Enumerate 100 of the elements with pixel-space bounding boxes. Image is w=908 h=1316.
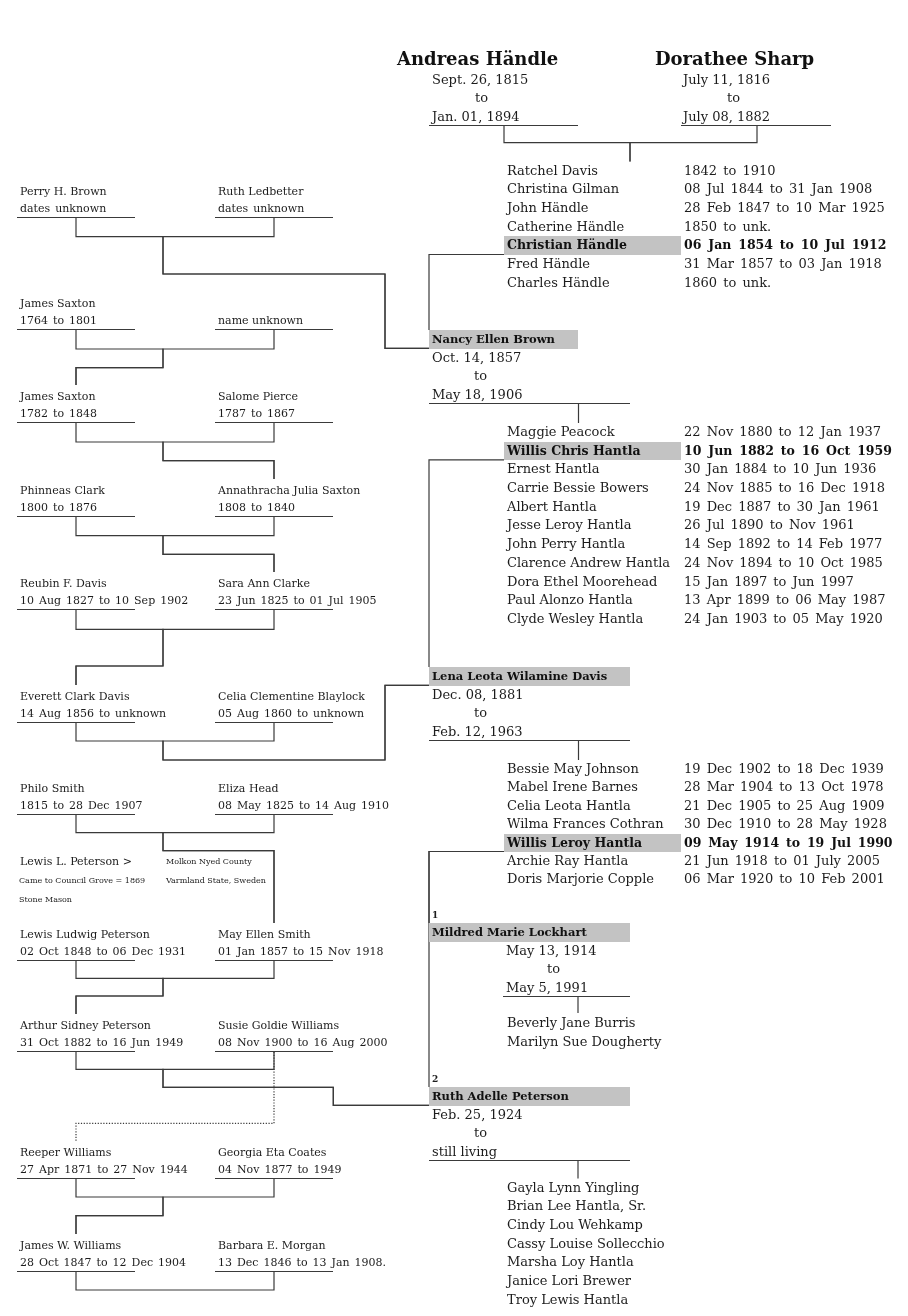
child-name: Catherine Händle [507,217,625,236]
date-separator: to [474,1124,488,1142]
person-name: Celia Clementine Blaylock [218,689,365,705]
child-name: Dora Ethel Moorehead [507,572,658,591]
child-name: Janice Lori Brewer [507,1271,632,1290]
person-name: Eliza Head [218,781,279,797]
child-name: Paul Alonzo Hantla [507,591,633,610]
date-text: May 5, 1991 [506,978,589,997]
connector-line [629,125,758,163]
highlighted-name: Nancy Ellen Brown [429,330,578,349]
life-dates: 28 Mar 1904 to 13 Oct 1978 [684,778,884,797]
life-dates: 1764 to 1801 [20,313,98,329]
note-text: Lewis L. Peterson > [20,853,132,869]
person-name: Everett Clark Davis [20,689,130,705]
life-dates: 1850 to unk. [684,217,772,236]
person-name: Sara Ann Clarke [218,576,310,592]
life-dates: 30 Jan 1884 to 10 Jun 1936 [684,460,877,479]
note-text: Came to Council Grove = 1869 [19,874,146,886]
life-dates: 14 Sep 1892 to 14 Feb 1977 [684,535,883,554]
person-name: Georgia Eta Coates [218,1145,327,1161]
life-dates: dates unknown [218,201,305,217]
date-separator: to [475,89,489,107]
life-dates: 10 Jun 1882 to 16 Oct 1959 [684,441,892,460]
child-name: Carrie Bessie Bowers [507,479,649,498]
date-separator: to [474,367,488,385]
child-name: Cindy Lou Wehkamp [507,1215,643,1234]
child-name: Ernest Hantla [507,460,600,479]
child-name: Gayla Lynn Yingling [507,1178,640,1197]
child-name: Celia Leota Hantla [507,796,631,815]
child-name: Maggie Peacock [507,423,615,441]
life-dates: 28 Oct 1847 to 12 Dec 1904 [20,1255,187,1271]
connector-line [75,329,275,386]
date-separator: to [474,704,488,722]
person-name: Annathracha Julia Saxton [218,483,361,499]
person-name: name unknown [218,313,304,329]
person-name: Andreas Händle [397,46,559,71]
life-dates: 24 Nov 1894 to 10 Oct 1985 [684,553,883,572]
connector-line [428,253,505,331]
life-dates: 1860 to unk. [684,273,772,292]
highlighted-name: Mildred Marie Lockhart [429,923,630,942]
life-dates: 1815 to 28 Dec 1907 [20,798,143,814]
connector-line [428,459,505,668]
child-name: Beverly Jane Burris [507,1014,636,1032]
highlighted-name: Willis Chris Hantla [504,441,681,461]
life-dates: 22 Nov 1880 to 12 Jan 1937 [684,423,881,441]
date-text: still living [432,1142,497,1161]
life-dates: 06 Mar 1920 to 10 Feb 2001 [684,870,885,889]
highlighted-name: Willis Leroy Hantla [504,833,681,852]
child-name: Clyde Wesley Hantla [507,609,644,628]
life-dates: 26 Jul 1890 to Nov 1961 [684,516,855,535]
life-dates: 02 Oct 1848 to 06 Dec 1931 [20,944,187,960]
person-name: May Ellen Smith [218,927,311,943]
life-dates: 1842 to 1910 [684,161,776,180]
child-name: Archie Ray Hantla [507,851,629,870]
date-text: July 11, 1816 [683,70,771,89]
highlighted-name: Christian Händle [504,236,681,255]
life-dates: 1782 to 1848 [20,406,98,422]
person-name: James Saxton [20,296,96,312]
person-name: Reeper Williams [20,1145,112,1161]
child-name: Jesse Leroy Hantla [507,516,632,535]
marriage-number: 2 [432,1074,439,1085]
child-name: Christina Gilman [507,180,620,199]
life-dates: 13 Apr 1899 to 06 May 1987 [684,591,886,610]
life-dates: 08 Jul 1844 to 31 Jan 1908 [684,180,873,199]
life-dates: 10 Aug 1827 to 10 Sep 1902 [20,593,189,609]
child-name: Ratchel Davis [507,161,599,180]
child-name: Mabel Irene Barnes [507,778,638,797]
person-name: James Saxton [20,389,96,405]
connector-line [428,850,505,1088]
life-dates: 19 Dec 1902 to 18 Dec 1939 [684,760,884,778]
person-name: Lewis Ludwig Peterson [20,927,150,943]
child-name: Bessie May Johnson [507,760,639,778]
note-text: Varmland State, Sweden [166,874,266,886]
child-name: Clarence Andrew Hantla [507,553,671,572]
life-dates: 21 Jun 1918 to 01 July 2005 [684,851,881,870]
child-name: Troy Lewis Hantla [507,1290,629,1309]
child-name: Marilyn Sue Dougherty [507,1033,662,1051]
life-dates: 08 Nov 1900 to 16 Aug 2000 [218,1035,388,1051]
life-dates: 05 Aug 1860 to unknown [218,706,365,722]
life-dates: 14 Aug 1856 to unknown [20,706,167,722]
life-dates: 24 Jan 1903 to 05 May 1920 [684,609,883,628]
child-name: Cassy Louise Sollecchio [507,1234,665,1253]
date-text: Sept. 26, 1815 [432,70,529,89]
life-dates: 15 Jan 1897 to Jun 1997 [684,572,854,591]
connector-line [162,814,275,924]
life-dates: 04 Nov 1877 to 1949 [218,1162,342,1178]
connector-line [162,516,275,573]
date-separator: to [547,960,561,978]
person-entry [429,667,630,741]
person-name: Dorathee Sharp [655,46,815,71]
person-entry [429,923,630,997]
life-dates: 06 Jan 1854 to 10 Jul 1912 [684,236,887,255]
date-text: Oct. 14, 1857 [432,348,522,367]
life-dates: 30 Dec 1910 to 28 May 1928 [684,815,887,834]
life-dates: 1800 to 1876 [20,500,98,516]
connector-line [75,1178,275,1235]
person-name: James W. Williams [20,1238,122,1254]
child-name: Fred Händle [507,254,590,273]
connector-line [577,740,580,761]
connector-line [75,1051,275,1142]
